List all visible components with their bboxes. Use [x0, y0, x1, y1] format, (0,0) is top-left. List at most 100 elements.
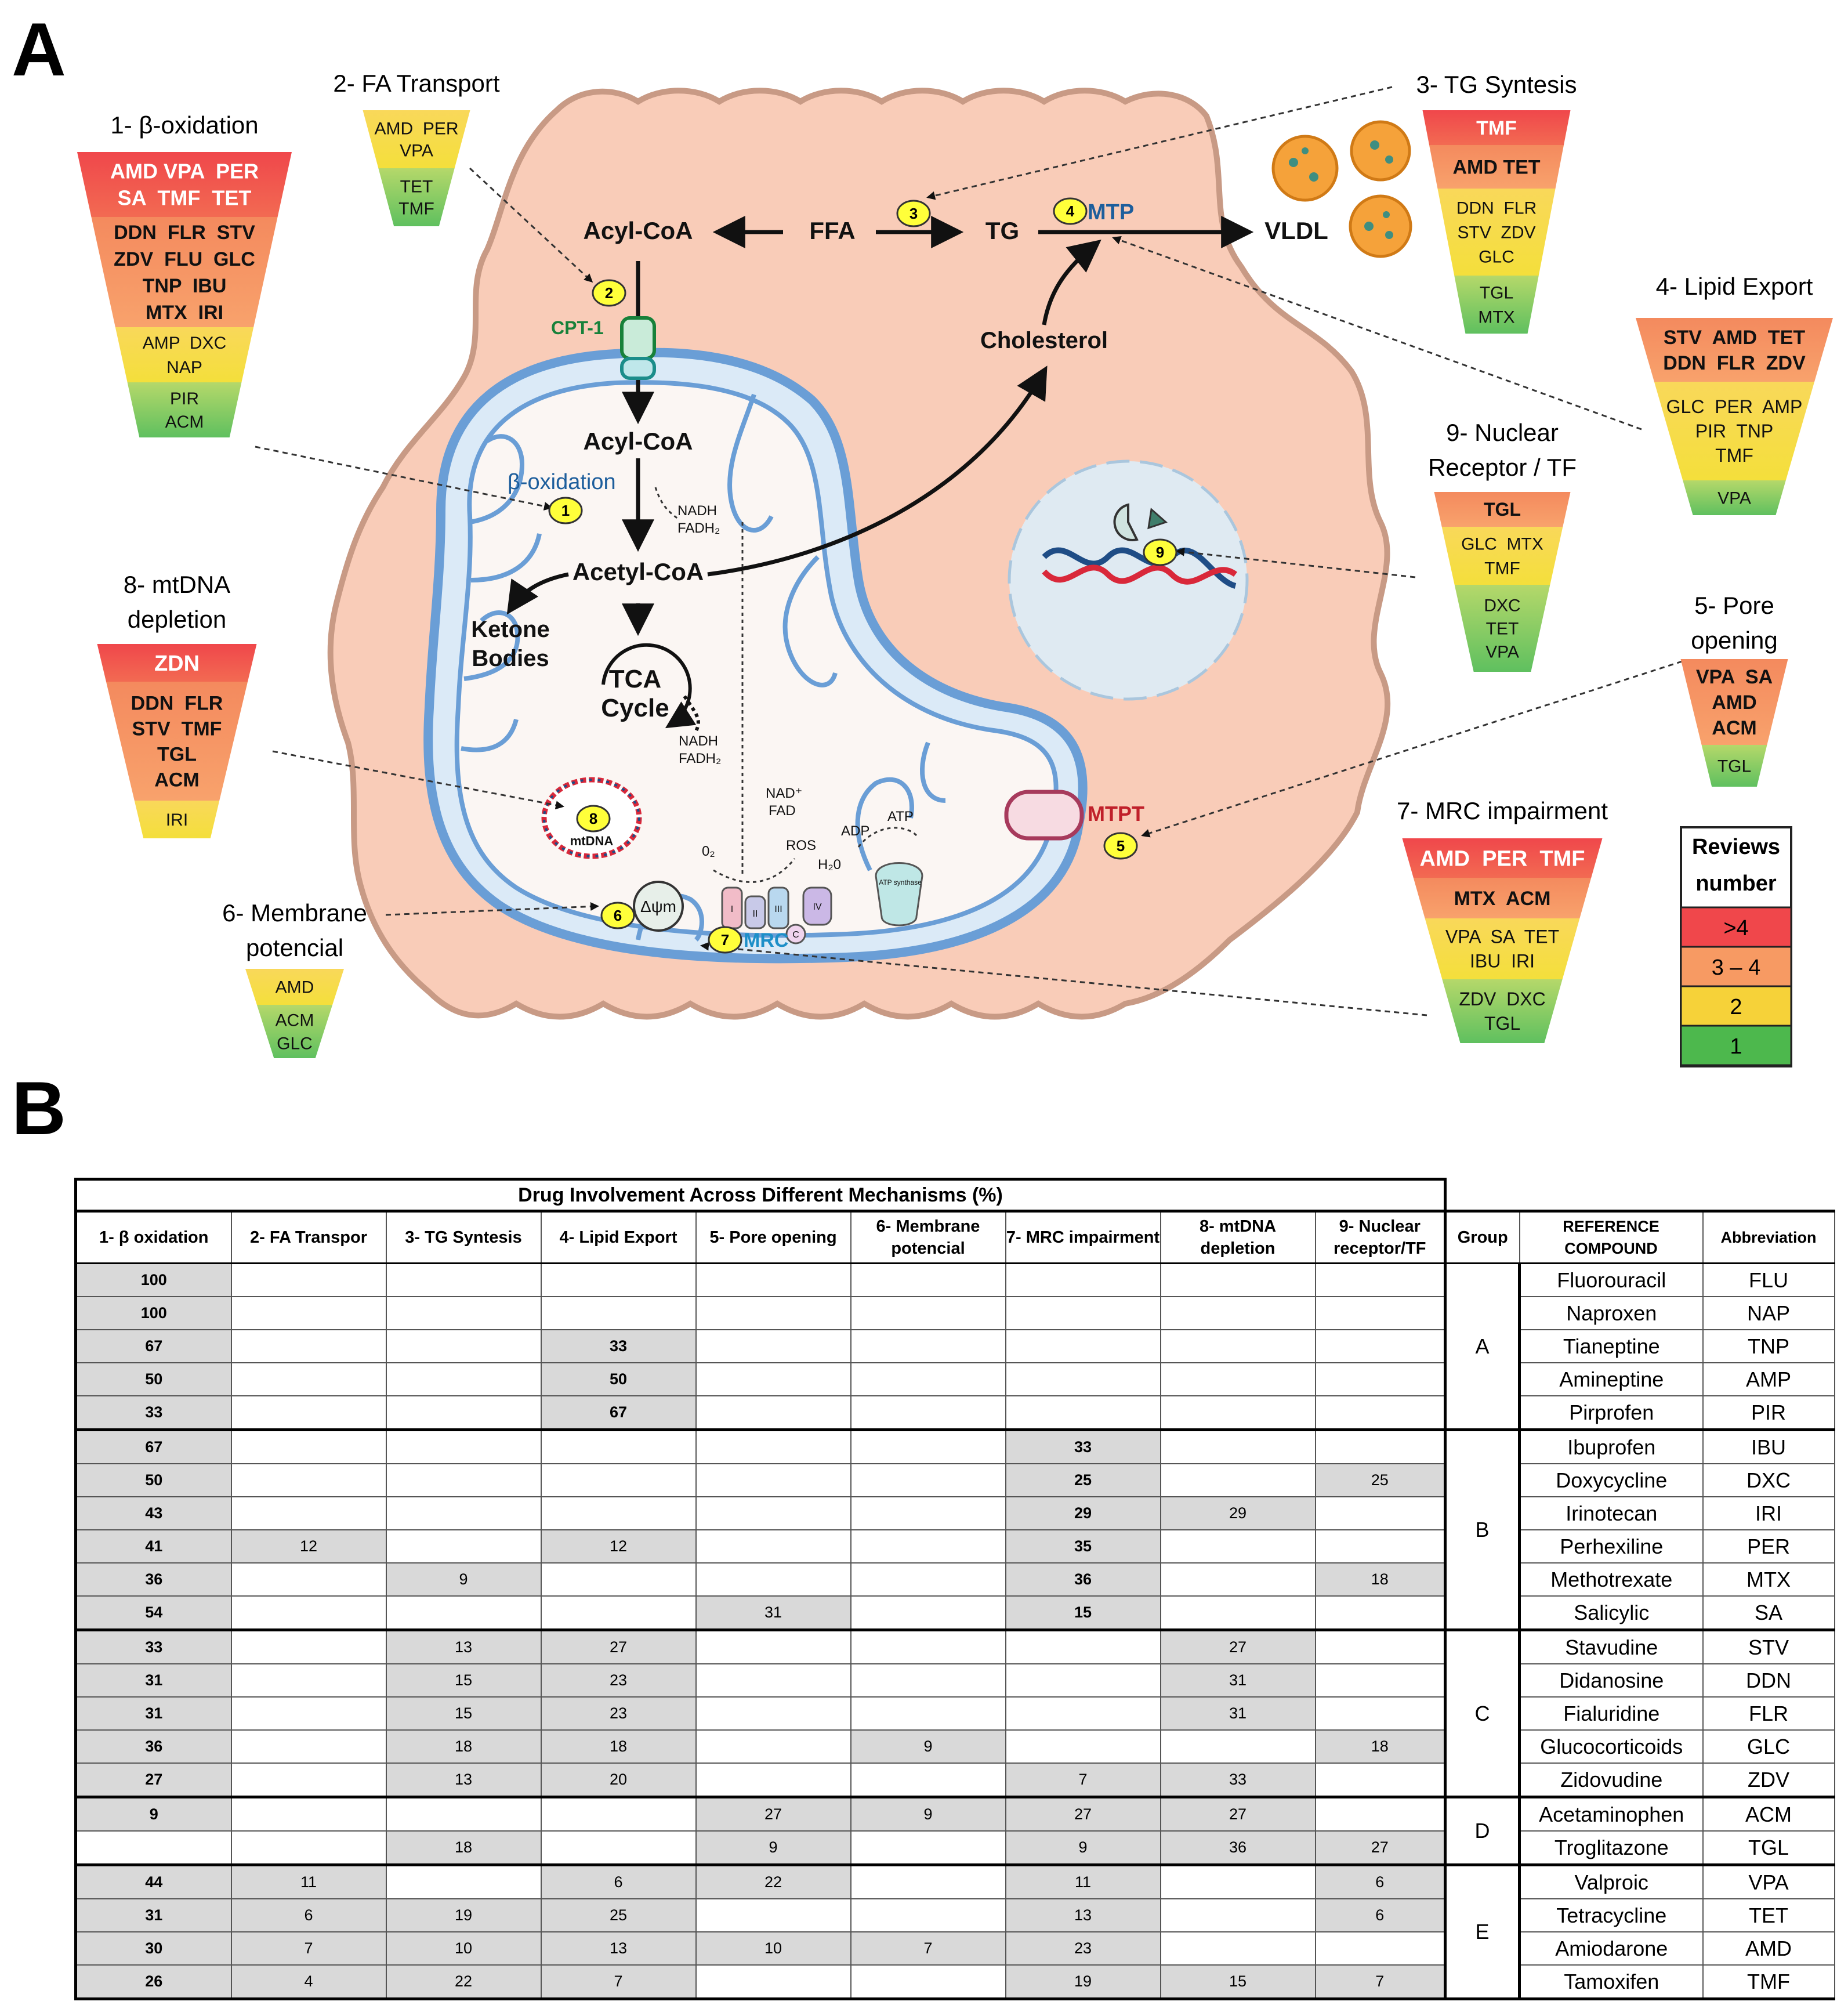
badge-number-4: 4: [1066, 202, 1075, 220]
nadh-dotted: [654, 487, 796, 883]
badge-number-5: 5: [1117, 837, 1125, 855]
funnel-text-nuclear: DXC: [1484, 596, 1520, 616]
table-cell: [1314, 1362, 1447, 1396]
table-cell: [1159, 1463, 1316, 1497]
table-cell: 13: [1005, 1898, 1161, 1932]
table-cell: 9: [695, 1830, 851, 1866]
table-cell: [385, 1529, 542, 1564]
abbreviation-cell: DXC: [1702, 1463, 1835, 1497]
table-cell: 100: [74, 1296, 232, 1330]
funnel-text-fa: AMD PER: [374, 120, 458, 139]
table-cell: 15: [1005, 1595, 1161, 1631]
funnel-text-pore: ACM: [1712, 717, 1756, 739]
funnel-text-lipid: VPA: [1717, 489, 1751, 508]
compound-cell: Amiodarone: [1519, 1931, 1704, 1966]
connector-lines: [255, 86, 1683, 1016]
table-cell: 23: [540, 1663, 697, 1698]
table-cell: [385, 1395, 542, 1431]
table-cell: [695, 1429, 851, 1464]
funnel-text-nuclear: VPA: [1485, 643, 1519, 662]
table-cell: [1005, 1729, 1161, 1764]
respiratory-chain: [721, 862, 923, 944]
funnel-text-beta: NAP: [166, 358, 202, 377]
table-cell: [1314, 1762, 1447, 1798]
funnel-title-lipid: 4- Lipid Export: [1656, 273, 1813, 300]
funnel-text-fa: TET: [400, 178, 433, 197]
label-mrc: MRC: [744, 929, 788, 951]
compound-cell: Tamoxifen: [1519, 1964, 1704, 2000]
mech-header-9: 9- Nuclear receptor/TF: [1314, 1210, 1447, 1264]
table-cell: [850, 1262, 1006, 1297]
funnel-tier-lipid-1: [1636, 318, 1833, 382]
label-ketone-1: Ketone: [471, 617, 550, 642]
funnel-text-mrc: IBU IRI: [1470, 951, 1535, 972]
table-cell: [1005, 1329, 1161, 1363]
table-cell: [695, 1395, 851, 1431]
cpt1-transporter: [620, 316, 656, 380]
table-cell: 9: [1005, 1830, 1161, 1866]
label-cpt1: CPT-1: [551, 317, 604, 338]
funnel-text-mtdna: ZDN: [154, 652, 200, 676]
funnel-text-tg: AMD TET: [1452, 156, 1540, 178]
table-cell: 36: [1005, 1562, 1161, 1597]
table-cell: [385, 1329, 542, 1363]
funnel-tier-beta-2: [91, 217, 278, 327]
table-cell: 15: [1159, 1964, 1316, 2000]
table-cell: [1314, 1663, 1447, 1698]
table-cell: [1314, 1262, 1447, 1297]
funnel-tier-mrc-1: [1402, 838, 1603, 878]
legend-title-1: Reviews: [1692, 835, 1780, 859]
funnel-text-lipid: STV AMD TET: [1664, 327, 1806, 349]
funnel-text-mtdna: TGL: [157, 743, 197, 765]
label-ffa: FFA: [809, 217, 855, 244]
abbreviation-cell: IBU: [1702, 1429, 1835, 1464]
table-cell: 33: [1159, 1762, 1316, 1798]
table-cell: [230, 1762, 387, 1798]
table-cell: [230, 1595, 387, 1631]
table-cell: [1005, 1696, 1161, 1731]
table-cell: 11: [1005, 1864, 1161, 1899]
label-nad: NAD⁺: [766, 786, 802, 801]
funnel-text-nuclear: TMF: [1484, 559, 1520, 578]
table-cell: [695, 1629, 851, 1664]
funnel-tier-beta-4: [127, 382, 242, 437]
table-cell: [1314, 1529, 1447, 1564]
funnel-tier-membrane-2: [256, 1005, 333, 1058]
mech-header-1: 1- β oxidation: [74, 1210, 232, 1264]
abbreviation-cell: MTX: [1702, 1562, 1835, 1597]
funnel-title-membrane: 6- Membrane: [222, 899, 367, 927]
compound-cell: Zidovudine: [1519, 1762, 1704, 1798]
group-cell: C: [1444, 1629, 1521, 1798]
funnel-text-nuclear: GLC MTX: [1461, 535, 1543, 554]
table-cell: 36: [74, 1729, 232, 1764]
table-cell: [1159, 1329, 1316, 1363]
label-complex-iii: III: [774, 904, 782, 914]
table-cell: [850, 1629, 1006, 1664]
mech-header-7: 7- MRC impairment: [1005, 1210, 1161, 1264]
table-cell: [385, 1429, 542, 1464]
label-acetyl-coa: Acetyl-CoA: [572, 558, 704, 585]
funnel-text-tg: TMF: [1476, 117, 1517, 139]
funnel-text-beta: TNP IBU: [143, 275, 227, 297]
table-cell: 50: [74, 1463, 232, 1497]
compound-cell: Valproic: [1519, 1864, 1704, 1899]
table-cell: 33: [540, 1329, 697, 1363]
table-cell: 6: [1314, 1864, 1447, 1899]
label-fad: FAD: [769, 803, 796, 819]
funnel-text-tg: DDN FLR: [1456, 199, 1537, 218]
table-cell: 31: [1159, 1663, 1316, 1698]
table-cell: [695, 1262, 851, 1297]
mech-header-2: 2- FA Transpor: [230, 1210, 387, 1264]
label-h2o: H₂0: [818, 857, 841, 873]
